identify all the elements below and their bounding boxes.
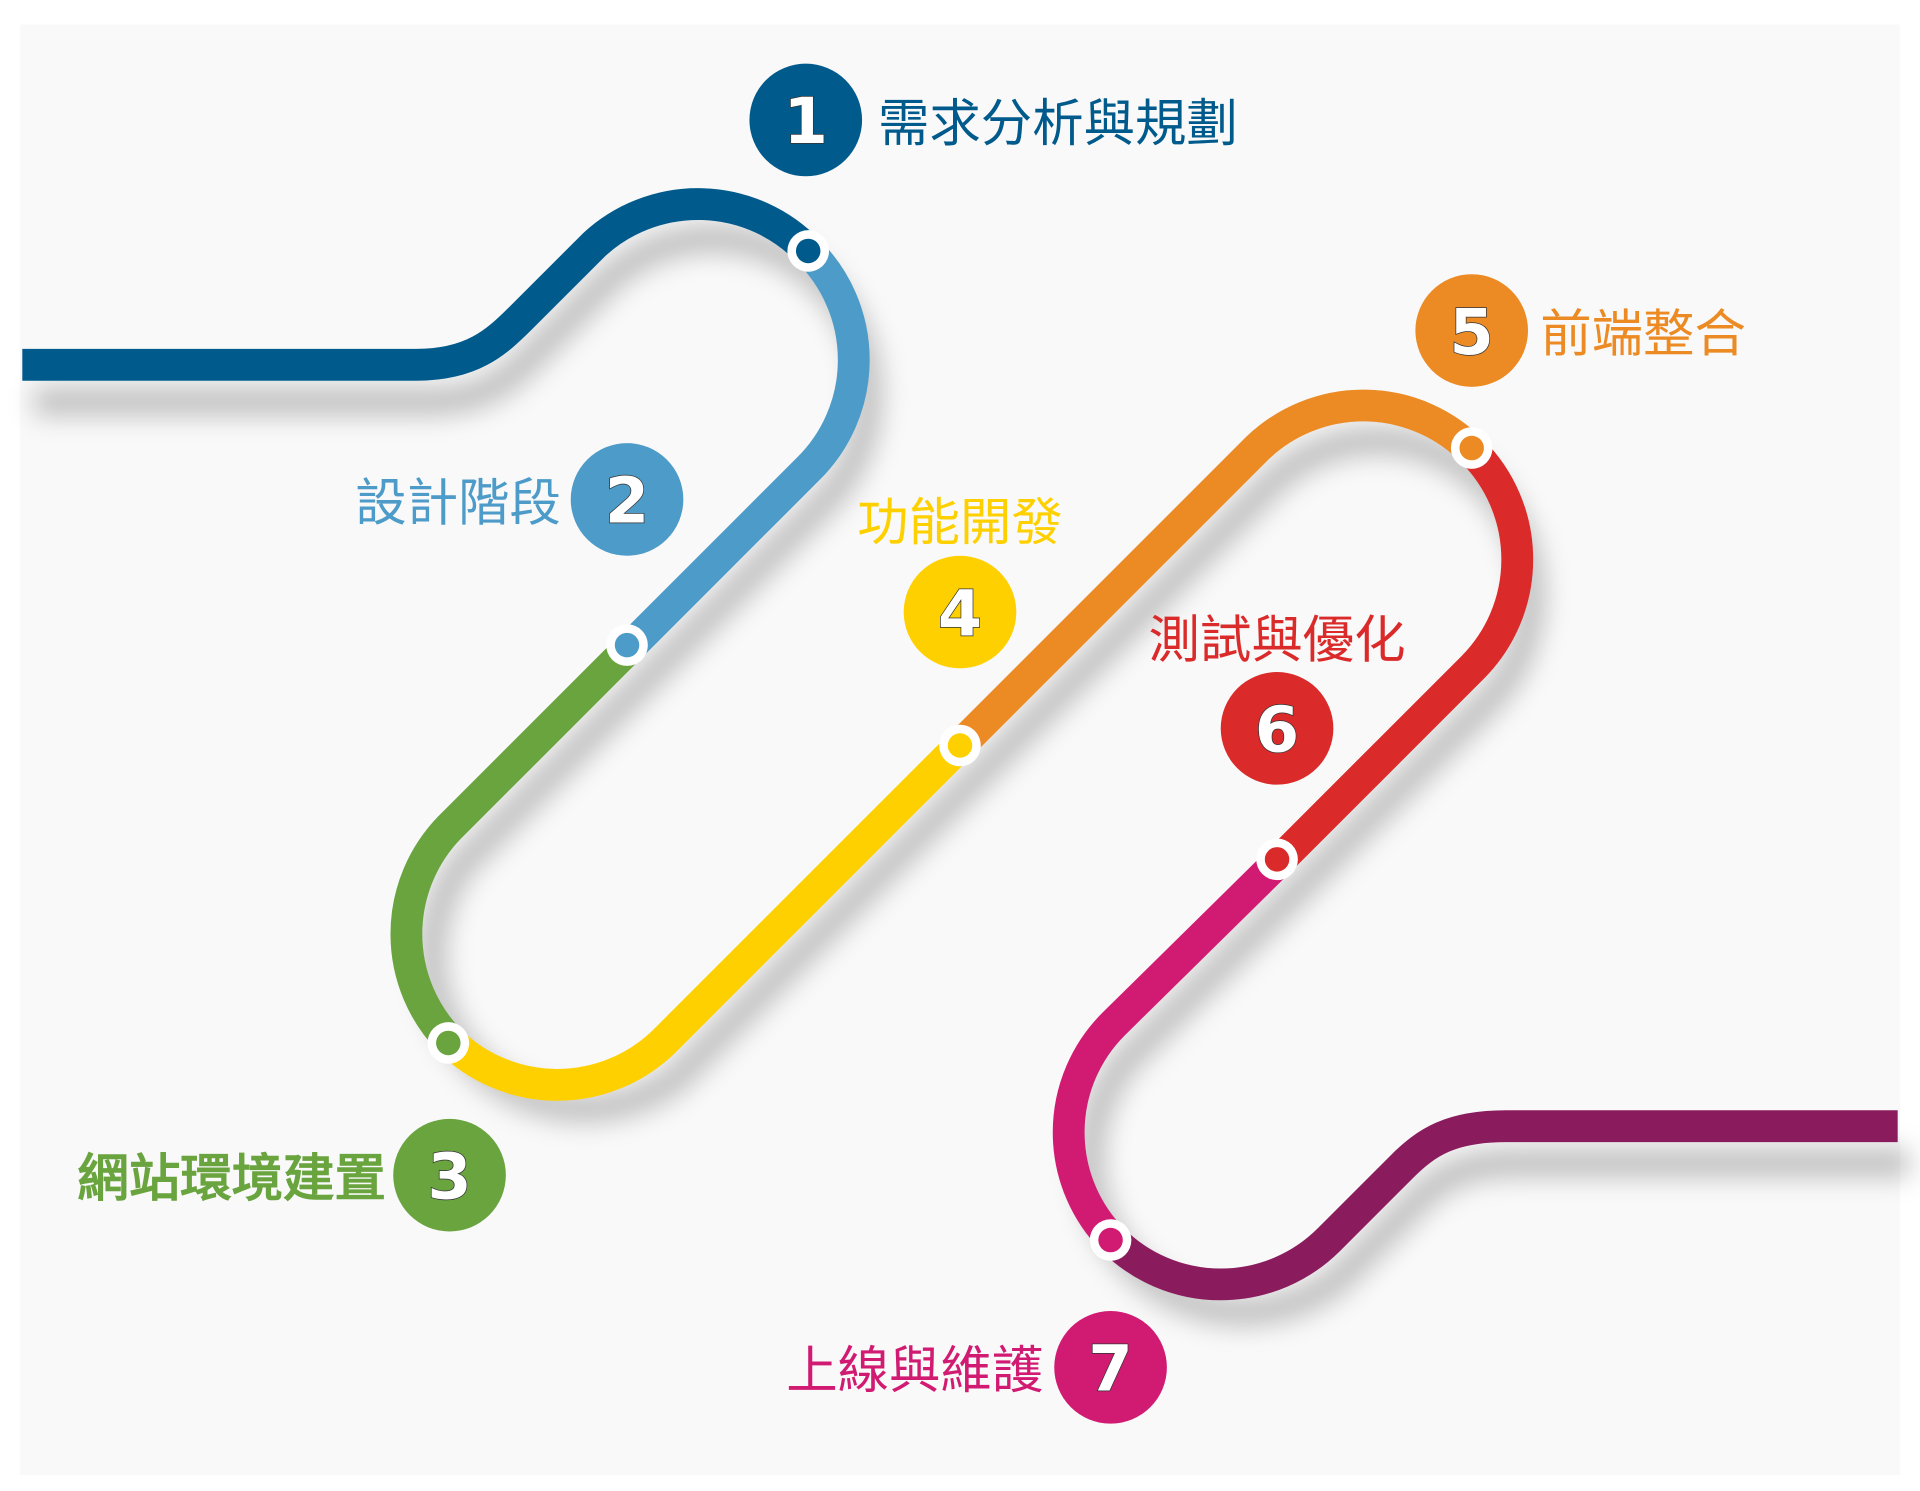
step-label: 需求分析與規劃 xyxy=(878,94,1238,154)
step-badge xyxy=(1220,672,1334,785)
step-label: 網站環境建置 xyxy=(77,1149,385,1209)
segment-3 xyxy=(390,638,639,1052)
step-label: 測試與優化 xyxy=(1149,610,1406,670)
segment-7 xyxy=(1052,851,1289,1252)
step-number: 5 xyxy=(1450,296,1494,370)
step-label: 上線與維護 xyxy=(786,1341,1043,1401)
segment-4 xyxy=(438,734,972,1101)
step-badge xyxy=(1415,274,1528,387)
step-label: 設計階段 xyxy=(355,473,561,533)
step-badge xyxy=(903,555,1017,669)
junction-dot-4 xyxy=(939,724,981,767)
step-4: 4 功能開發 xyxy=(857,493,1063,669)
junction-dot-2 xyxy=(606,624,648,666)
step-label: 功能開發 xyxy=(857,493,1063,553)
junction-dot-7 xyxy=(1089,1219,1132,1261)
segment-1 xyxy=(22,188,820,381)
step-3: 3 網站環境建置 xyxy=(77,1118,506,1232)
step-2: 2 設計階段 xyxy=(355,443,684,556)
step-number: 1 xyxy=(784,85,828,159)
step-label: 前端整合 xyxy=(1540,304,1746,364)
junction-dot-6 xyxy=(1256,838,1298,881)
step-badge xyxy=(570,443,684,556)
step-number: 4 xyxy=(938,577,982,651)
junction-dot-5 xyxy=(1450,427,1493,469)
junction-dot-3 xyxy=(427,1022,470,1064)
step-5: 5 前端整合 xyxy=(1415,274,1746,387)
junction-dot-1 xyxy=(787,230,830,272)
step-number: 3 xyxy=(427,1140,471,1214)
segment-6 xyxy=(1265,440,1534,875)
step-6: 6 測試與優化 xyxy=(1149,610,1406,785)
segment-2 xyxy=(615,239,870,662)
step-number: 6 xyxy=(1255,694,1299,768)
step-badge xyxy=(749,63,863,177)
step-7: 7 上線與維護 xyxy=(786,1311,1167,1424)
step-badge xyxy=(393,1118,506,1232)
step-number: 7 xyxy=(1088,1333,1132,1407)
step-number: 2 xyxy=(605,465,649,539)
segment-end xyxy=(1101,1110,1898,1301)
segment-5 xyxy=(948,389,1485,757)
step-1: 1 需求分析與規劃 xyxy=(749,63,1238,177)
step-badge xyxy=(1054,1311,1167,1424)
